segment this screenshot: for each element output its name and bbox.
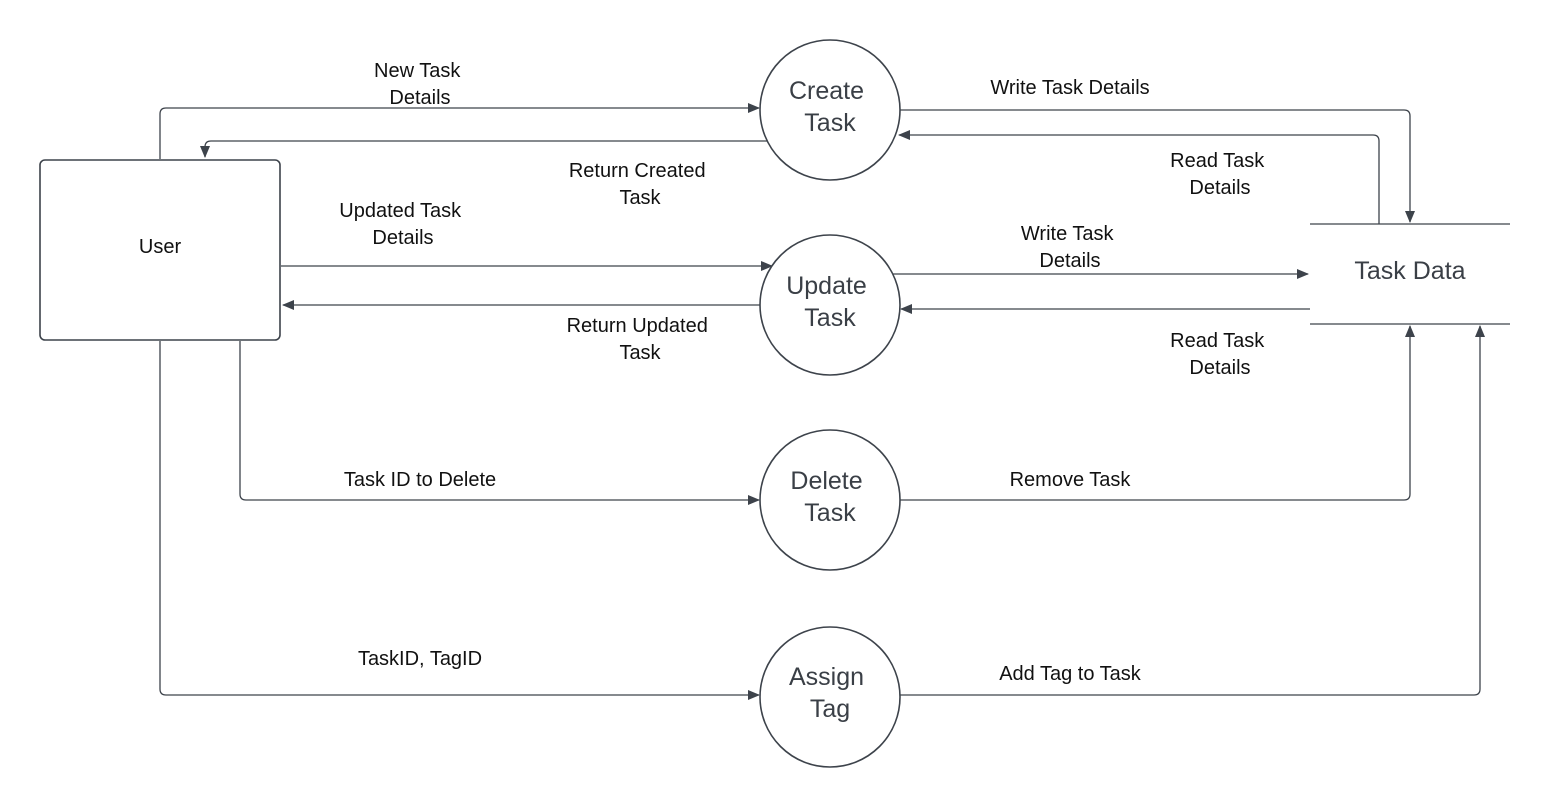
label-write-task-details-create: Write Task Details xyxy=(990,77,1149,99)
label-read-task-details-create: Read Task Details xyxy=(1170,150,1270,199)
label-taskid-tagid: TaskID, TagID xyxy=(358,648,482,670)
flow-write-task-details-create xyxy=(900,109,1415,223)
label-remove-task: Remove Task xyxy=(1010,469,1132,491)
label-add-tag-to-task: Add Tag to Task xyxy=(999,663,1142,685)
label-new-task-details: New Task Details xyxy=(374,60,466,109)
label-updated-task-details: Updated Task Details xyxy=(339,200,467,249)
label-task-id-to-delete: Task ID to Delete xyxy=(344,469,496,491)
label-return-created-task: Return Created Task xyxy=(569,160,711,209)
process-update-task-label: Update Task xyxy=(786,272,874,332)
process-assign-tag xyxy=(759,626,901,768)
process-delete-task-label: Delete Task xyxy=(790,467,869,527)
process-update-task xyxy=(759,234,901,376)
flow-taskid-tagid xyxy=(159,341,760,700)
flow-new-task-details xyxy=(159,103,760,159)
process-delete-task xyxy=(759,429,901,571)
flow-remove-task xyxy=(900,325,1415,501)
flow-read-task-details-create xyxy=(898,130,1380,224)
flow-task-id-to-delete xyxy=(239,341,760,505)
process-assign-tag-label: Assign Tag xyxy=(789,663,871,723)
process-create-task xyxy=(759,39,901,181)
process-create-task-label: Create Task xyxy=(789,77,871,137)
task-data-store-label: Task Data xyxy=(1354,257,1465,285)
user-entity-label: User xyxy=(139,236,182,258)
user-entity xyxy=(39,159,281,341)
flow-add-tag-to-task xyxy=(900,325,1485,696)
flow-return-created-task xyxy=(200,140,767,158)
label-return-updated-task: Return Updated Task xyxy=(567,315,714,364)
label-write-task-details-update: Write Task Details xyxy=(1021,223,1119,272)
label-read-task-details-update: Read Task Details xyxy=(1170,330,1270,379)
